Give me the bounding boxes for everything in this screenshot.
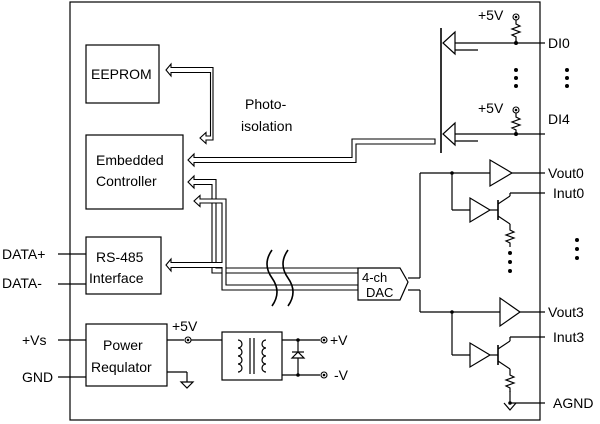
eeprom-block — [85, 44, 160, 104]
dac-block — [357, 267, 409, 301]
controller-label-line2: Controller — [96, 173, 157, 189]
p5v-mid-label: +5V — [478, 100, 504, 116]
rs485-label-line2: Interface — [89, 270, 144, 286]
bus-rs485-controller — [165, 194, 359, 291]
label-plus-v: +V — [330, 332, 348, 348]
label-data-plus: DATA+ — [2, 246, 45, 262]
isolation-squiggle-2 — [282, 249, 294, 307]
label-inut0: Inut0 — [553, 185, 584, 201]
bus-eeprom-controller — [165, 62, 214, 145]
inut0-amp — [469, 196, 492, 224]
vout3-amp — [499, 296, 522, 328]
photo-label-line1: Photo- — [245, 96, 287, 112]
power-label-line1: Power — [103, 337, 143, 353]
label-vout3: Vout3 — [548, 304, 584, 320]
p5v-power-label: +5V — [172, 318, 198, 334]
transformer-coil-left — [237, 339, 243, 373]
label-minus-v: -V — [334, 367, 349, 383]
rs485-block — [85, 236, 162, 295]
label-di0: DI0 — [548, 35, 570, 51]
power-label-line2: Requlator — [91, 359, 152, 375]
label-gnd: GND — [22, 369, 53, 385]
label-data-minus: DATA- — [2, 275, 42, 291]
dcdc-converter — [221, 331, 283, 381]
label-inut3: Inut3 — [553, 329, 584, 345]
label-vout0: Vout0 — [548, 165, 584, 181]
inut3-amp — [469, 341, 492, 369]
power-block — [85, 323, 168, 387]
controller-block — [85, 134, 184, 210]
label-agnd: AGND — [553, 395, 593, 411]
rs485-label-line1: RS-485 — [96, 249, 144, 265]
controller-label-line1: Embedded — [96, 152, 164, 168]
vout0-amp — [489, 158, 514, 188]
dac-label-line1: 4-ch — [362, 270, 387, 285]
transformer-coil-right — [261, 339, 267, 373]
label-vs: +Vs — [22, 332, 47, 348]
photo-label-line2: isolation — [241, 118, 292, 134]
p5v-top-label: +5V — [478, 7, 504, 23]
eeprom-label: EEPROM — [91, 66, 152, 82]
isolation-squiggle-1 — [266, 249, 278, 307]
dac-label-line2: DAC — [366, 285, 393, 300]
bus-photo-controller — [187, 138, 436, 168]
label-di4: DI4 — [548, 111, 570, 127]
